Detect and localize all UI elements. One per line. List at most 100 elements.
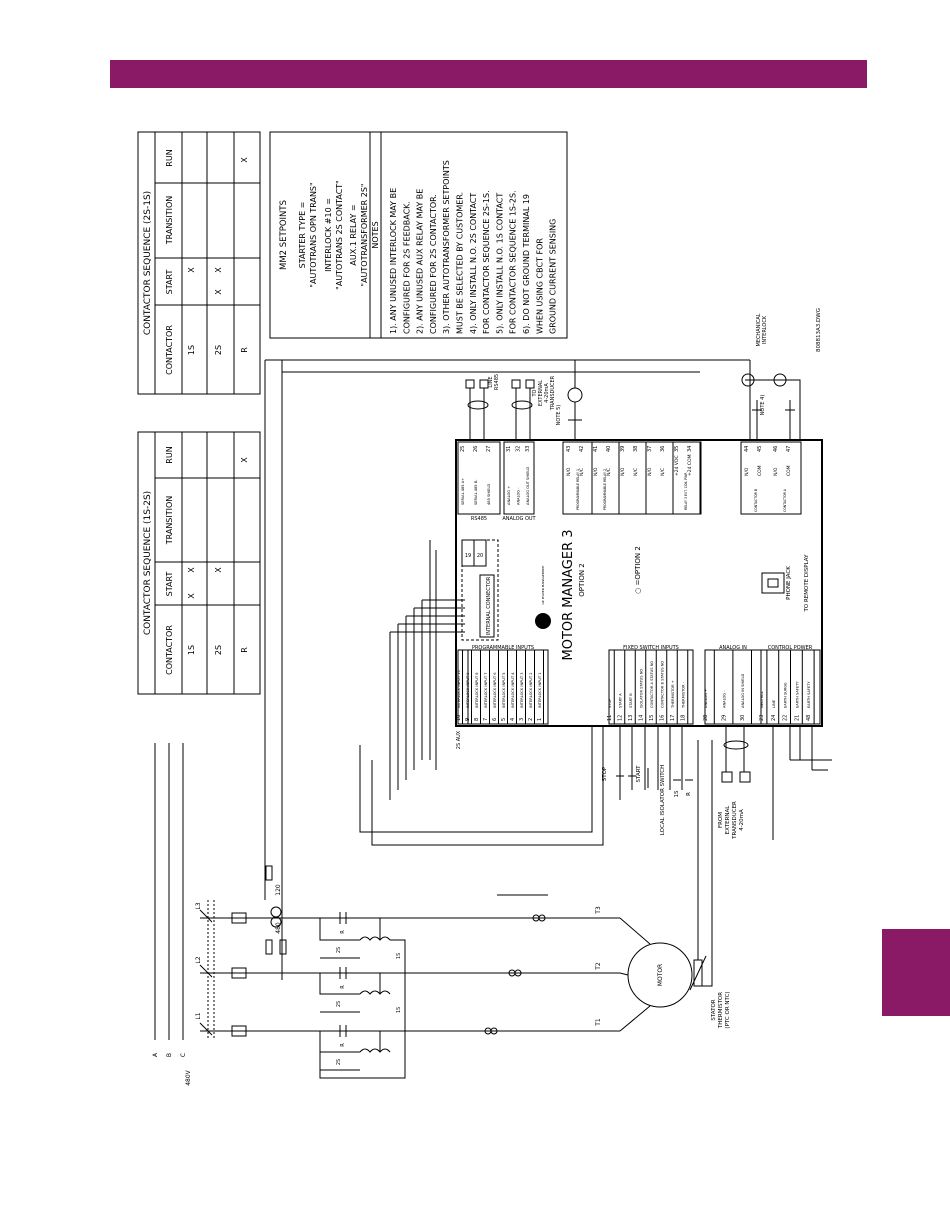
terminal-label: INTERLOCK INPUT 5 xyxy=(502,672,506,708)
sequence-mark: X xyxy=(240,457,249,463)
svg-text:"AUTOTRANS 2S CONTACT": "AUTOTRANS 2S CONTACT" xyxy=(335,180,344,290)
svg-text:TRANSITION: TRANSITION xyxy=(165,196,174,246)
svg-text:STOP: STOP xyxy=(602,766,608,781)
sequence-mark: X xyxy=(187,567,196,573)
terminal-label: START B xyxy=(629,693,633,708)
terminal-label: ANALOG - xyxy=(517,487,521,505)
svg-text:EXTERNAL: EXTERNAL xyxy=(538,380,544,406)
terminal-number: 22 xyxy=(783,715,789,721)
svg-text:(PTC OR NTC): (PTC OR NTC) xyxy=(725,991,731,1028)
note-line: GROUND CURRENT SENSING xyxy=(549,219,558,334)
svg-text:R: R xyxy=(340,1043,346,1047)
svg-text:CONTACTOR: CONTACTOR xyxy=(165,625,174,675)
power-labels: A B C 480V L1 L2 L3 T1 T2 T3 MOTOR 480 1… xyxy=(152,884,664,1086)
contactor-terminal-number: 46 xyxy=(773,446,779,452)
terminal-label: THERMISTOR - xyxy=(682,681,686,709)
svg-text:2S: 2S xyxy=(336,1059,342,1065)
terminal-label: SERIAL 485 B- xyxy=(474,479,478,505)
svg-text:TO: TO xyxy=(532,389,538,397)
svg-text:TRANSDUCER: TRANSDUCER xyxy=(550,375,556,411)
contactor-title: CONTACTOR B xyxy=(754,489,758,512)
note-line: FOR CONTACTOR SEQUENCE 2S-1S. xyxy=(482,190,491,334)
terminal-label: SERIAL 485 A+ xyxy=(461,478,465,505)
terminal-label: STOP xyxy=(608,698,612,708)
svg-text:L1: L1 xyxy=(195,1012,202,1019)
terminal-label: NEUTRAL xyxy=(760,691,764,708)
svg-text:R: R xyxy=(340,985,346,989)
svg-text:THERMISTOR: THERMISTOR xyxy=(718,992,724,1029)
svg-text:STARTER TYPE =: STARTER TYPE = xyxy=(298,202,307,269)
terminal-number: 12 xyxy=(618,715,624,721)
svg-text:2S: 2S xyxy=(336,1001,342,1007)
sequence-row-label: R xyxy=(240,647,249,653)
svg-text:R: R xyxy=(340,930,346,934)
terminal-label: INTERLOCK INPUT 7 xyxy=(484,672,488,708)
relay-terminal-label: +24 VDC xyxy=(674,455,680,476)
drawing-number: 808813A3.DWG xyxy=(816,308,822,352)
sequence-1s2s-title: CONTACTOR SEQUENCE (1S-2S) xyxy=(143,491,153,635)
relay-terminal-label: +24 COM xyxy=(687,454,693,476)
relay-terminal-label: N/O xyxy=(593,467,599,476)
terminal-number: 13 xyxy=(628,715,634,721)
notes-title: NOTES xyxy=(371,221,380,248)
terminal-number: 7 xyxy=(483,718,489,721)
svg-text:START: START xyxy=(636,765,642,783)
terminal-number: 29 xyxy=(722,715,728,721)
terminal-number: 3 xyxy=(519,718,525,721)
sequence-mark: X xyxy=(187,267,196,273)
relay-terminal-number: 34 xyxy=(687,446,693,452)
sequence-mark: X xyxy=(214,267,223,273)
svg-text:RUN: RUN xyxy=(165,149,174,166)
svg-text:T1: T1 xyxy=(595,1018,602,1027)
relay-terminal-label: N/O xyxy=(566,467,572,476)
terminal-number: 26 xyxy=(473,446,479,452)
contactor-terminal-label: N/O xyxy=(744,467,750,476)
sequence-2s1s-title: CONTACTOR SEQUENCE (2S-1S) xyxy=(143,191,153,335)
sequence-row-label: 2S xyxy=(214,645,223,655)
relay-terminal-number: 39 xyxy=(620,446,626,452)
svg-text:TRANSITION: TRANSITION xyxy=(165,496,174,546)
sequence-mark: X xyxy=(214,567,223,573)
contactor-terminal-label: N/O xyxy=(773,467,779,476)
terminal-number: 1 xyxy=(537,718,543,721)
svg-text:"AUTOTRANSFORMER 2S": "AUTOTRANSFORMER 2S" xyxy=(360,183,369,286)
svg-text:120: 120 xyxy=(275,884,282,896)
sequence-table-2s1s: CONTACTOR SEQUENCE (2S-1S) CONTACTOR STA… xyxy=(137,131,261,395)
svg-text:480: 480 xyxy=(275,922,282,934)
note-line: CONFIGURED FOR 2S CONTACTOR. xyxy=(429,194,438,334)
note-line: WHEN USING CBCT FOR xyxy=(535,238,544,334)
svg-text:ANALOG OUT: ANALOG OUT xyxy=(502,516,536,522)
terminal-number: 27 xyxy=(486,446,492,452)
relay-terminal-label: N/C xyxy=(660,468,666,476)
terminal-number: 17 xyxy=(670,715,676,721)
svg-text:START: START xyxy=(165,572,174,597)
sequence-row-label: 1S xyxy=(187,345,196,355)
contactor-terminal-number: 45 xyxy=(757,446,763,452)
svg-text:CONTROL POWER: CONTROL POWER xyxy=(768,645,813,651)
terminal-label: EARTH SAFETY xyxy=(795,681,799,708)
terminal-number: 2 xyxy=(528,718,534,721)
contactor-terminal-label: COM xyxy=(786,465,792,476)
svg-text:LOCAL ISOLATOR SWITCH: LOCAL ISOLATOR SWITCH xyxy=(660,765,666,835)
svg-text:20: 20 xyxy=(477,553,483,559)
terminal-label: INTERLOCK INPUT 4 xyxy=(511,672,515,708)
terminal-number: 23 xyxy=(759,715,765,721)
phone-jack-icon xyxy=(761,572,785,594)
sequence-row-label: 2S xyxy=(214,345,223,355)
sequence-mark: X xyxy=(240,157,249,163)
terminal-label: INTERLOCK INPUT 3 xyxy=(520,672,524,708)
internal-connector-label: INTERNAL CONNECTOR xyxy=(486,576,492,635)
terminal-number: 10 xyxy=(456,715,462,721)
svg-text:NOTE 5): NOTE 5) xyxy=(556,405,562,426)
svg-text:FROM: FROM xyxy=(718,812,724,828)
svg-text:4-20mA: 4-20mA xyxy=(544,383,550,403)
terminal-label: INTERLOCK INPUT 2 xyxy=(529,672,533,708)
terminal-label: THERMISTOR + xyxy=(671,680,675,709)
relay-title: PROGRAMMABLE RELAY 1 xyxy=(576,469,580,510)
relay-terminal-number: 41 xyxy=(593,446,599,452)
note-line: 2). ANY UNUSED AUX RELAY MAY BE xyxy=(416,189,425,334)
